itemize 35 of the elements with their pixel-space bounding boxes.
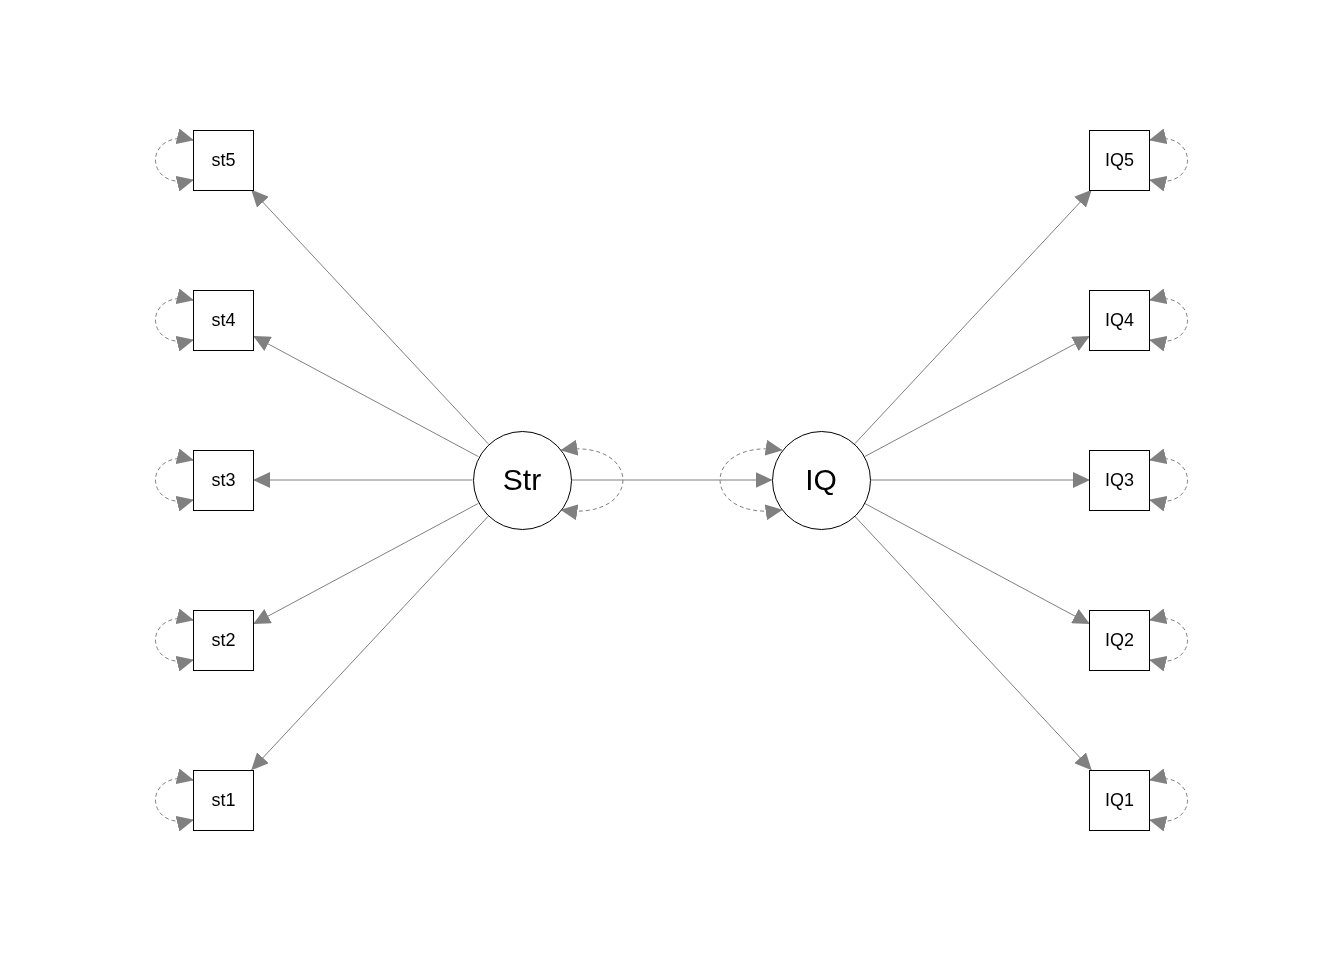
variance-loop — [1149, 610, 1188, 670]
variance-loop — [155, 130, 194, 190]
arrow — [253, 472, 473, 488]
variance-loop — [719, 441, 783, 519]
variance-loop — [1149, 770, 1188, 830]
arrow — [854, 515, 1092, 771]
arrow — [854, 189, 1092, 445]
variance-loop — [155, 290, 194, 350]
variance-loop — [560, 441, 624, 519]
observed-variable-box: st5 — [193, 129, 254, 191]
observed-variable-box: st3 — [193, 449, 254, 511]
arrow — [251, 189, 489, 445]
variance-loop — [155, 770, 194, 830]
latent-variable-circle: IQ — [771, 430, 871, 530]
variance-loop — [1149, 290, 1188, 350]
arrow — [864, 335, 1090, 458]
variance-loop — [1149, 450, 1188, 510]
variance-loop — [155, 450, 194, 510]
observed-variable-box: IQ2 — [1089, 609, 1150, 671]
observed-variable-box: IQ3 — [1089, 449, 1150, 511]
latent-variable-circle: Str — [472, 430, 572, 530]
arrow — [870, 472, 1090, 488]
observed-variable-box: st2 — [193, 609, 254, 671]
variance-loop — [155, 610, 194, 670]
arrow — [253, 502, 479, 625]
observed-variable-box: IQ4 — [1089, 289, 1150, 351]
observed-variable-box: IQ5 — [1089, 129, 1150, 191]
observed-variable-box: st4 — [193, 289, 254, 351]
variance-loop — [1149, 130, 1188, 190]
observed-variable-box: IQ1 — [1089, 769, 1150, 831]
arrow — [253, 335, 479, 458]
arrow — [251, 515, 489, 771]
observed-variable-box: st1 — [193, 769, 254, 831]
arrow — [571, 472, 773, 488]
arrow — [864, 502, 1090, 625]
